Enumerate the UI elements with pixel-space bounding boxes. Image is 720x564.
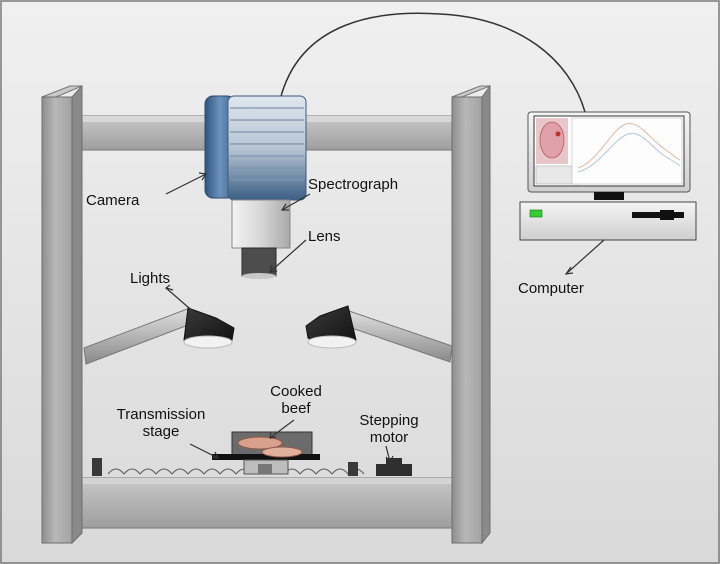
lights-arrow [165, 287, 197, 315]
power-led [529, 209, 543, 218]
spectrograph-label: Spectrograph [308, 176, 399, 193]
transmission-stage-label-line1: Transmission [116, 406, 206, 423]
right-light [305, 305, 453, 363]
left-light [83, 307, 235, 365]
left-frame-post [41, 84, 83, 545]
camera-label: Camera [86, 192, 140, 209]
spectrograph-arrow [281, 193, 311, 211]
transmission-stage-label: Transmission stage [96, 406, 226, 440]
stepping-motor-label-line1: Stepping [359, 412, 419, 429]
stepping-motor-label: Stepping motor [344, 412, 434, 446]
lens-label: Lens [308, 228, 341, 245]
computer-arrow [565, 239, 605, 275]
right-frame-post [451, 84, 491, 545]
transmission-stage-label-line2: stage [142, 423, 180, 440]
stepping-motor-arrow [385, 445, 391, 463]
right-rail-stop [348, 462, 358, 476]
lens [231, 199, 291, 279]
lights-label: Lights [130, 270, 171, 287]
cooked-beef-arrow [269, 419, 295, 439]
stepping-motor-label-line2: motor [369, 429, 409, 446]
computer-label: Computer [518, 280, 584, 297]
left-rail-stop [92, 458, 102, 476]
cooked-beef-label-line2: beef [281, 400, 311, 417]
cooked-beef-label: Cooked beef [256, 383, 336, 417]
camera-arrow [165, 173, 207, 195]
transmission-stage-arrow [189, 443, 219, 459]
spectrograph [227, 95, 307, 201]
data-cable [279, 12, 586, 113]
conveyor-rollers [107, 468, 365, 475]
computer-monitor [527, 111, 691, 200]
lens-arrow [269, 239, 307, 273]
label-arrows [164, 172, 605, 464]
drive-slot [632, 212, 684, 218]
base-platform [81, 477, 455, 529]
stepping-motor [376, 458, 412, 476]
cooked-beef-label-line1: Cooked [270, 383, 322, 400]
monitor-stand [594, 192, 624, 200]
computer-case [519, 201, 697, 241]
cooked-beef-sample [237, 436, 303, 458]
